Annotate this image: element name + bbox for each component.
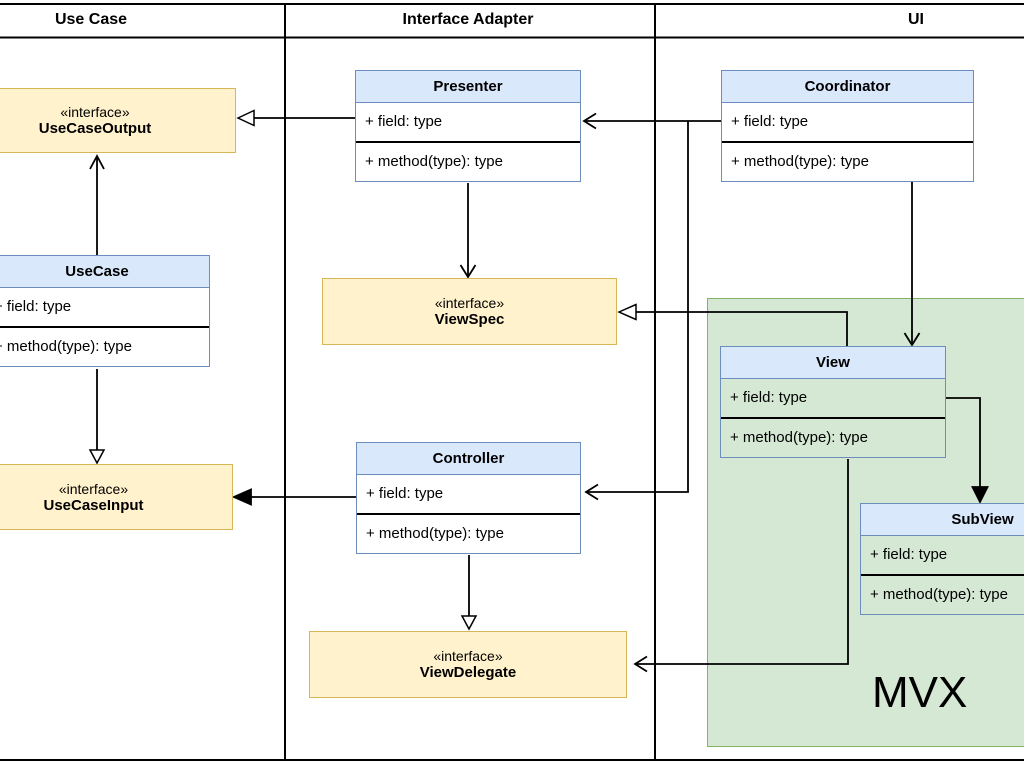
arrow-coordinator-to-controller [584, 121, 689, 501]
class-method: + method(type): type [357, 515, 580, 553]
arrow-view-to-viewspec [617, 303, 848, 346]
class-name: SubView [861, 504, 1024, 536]
class-name: Presenter [356, 71, 580, 103]
swimlane-frame [0, 3, 1024, 761]
interface-stereotype: «interface» [60, 104, 130, 120]
arrow-view-to-viewdelegate [633, 459, 849, 673]
class-name: Coordinator [722, 71, 973, 103]
lane-title-ui: UI [908, 11, 924, 28]
arrow-controller-to-viewdelegate [460, 555, 478, 631]
interface-stereotype: «interface» [58, 480, 129, 497]
interface-name: ViewSpec [434, 311, 505, 328]
class-field: + field: type [357, 475, 580, 515]
class-field: + field: type [356, 103, 580, 143]
class-view: View + field: type + method(type): type [720, 346, 946, 458]
class-method: + method(type): type [356, 143, 580, 181]
interface-name: ViewDelegate [419, 664, 517, 681]
arrow-view-to-subview [946, 397, 989, 505]
lane-title-interface-adapter: Interface Adapter [402, 11, 534, 28]
lane-title-use-case: Use Case [54, 11, 128, 28]
class-field: + field: type [721, 379, 945, 419]
class-coordinator: Coordinator + field: type + method(type)… [721, 70, 974, 182]
class-method: + method(type): type [870, 586, 1008, 603]
class-name: Controller [357, 443, 580, 475]
arrow-presenter-to-usecaseoutput [236, 109, 355, 127]
class-controller: Controller + field: type + method(type):… [356, 442, 581, 554]
class-name: UseCase [0, 256, 209, 288]
class-usecase: UseCase + field: type + method(type): ty… [0, 255, 210, 367]
mvx-label: MVX [872, 668, 968, 717]
interface-usecaseoutput: «interface» UseCaseOutput [0, 88, 236, 153]
interface-viewspec: «interface» ViewSpec [322, 278, 617, 345]
class-field: + field: type [0, 288, 209, 328]
arrow-usecase-to-usecaseoutput [89, 154, 105, 255]
class-method: + method(type): type [730, 429, 868, 446]
interface-name: UseCaseOutput [38, 120, 152, 137]
interface-name: UseCaseInput [43, 496, 144, 514]
class-field: + field: type [722, 103, 973, 143]
interface-stereotype: «interface» [433, 648, 503, 664]
interface-viewdelegate: «interface» ViewDelegate [309, 631, 627, 698]
interface-stereotype: «interface» [434, 295, 505, 311]
arrow-coordinator-to-view [903, 182, 921, 347]
class-name: View [721, 347, 945, 379]
class-method: + method(type): type [722, 143, 973, 181]
interface-usecaseinput: «interface» UseCaseInput [0, 464, 233, 530]
arrow-presenter-to-viewspec [459, 183, 477, 279]
class-field: + field: type [861, 536, 1024, 576]
class-presenter: Presenter + field: type + method(type): … [355, 70, 581, 182]
class-subview: SubView + field: type + method(type): ty… [860, 503, 1024, 615]
arrow-coordinator-to-presenter [582, 112, 721, 130]
class-method: + method(type): type [0, 328, 209, 366]
arrow-usecase-to-usecaseinput [88, 369, 106, 465]
arrow-controller-to-usecaseinput [231, 488, 356, 506]
